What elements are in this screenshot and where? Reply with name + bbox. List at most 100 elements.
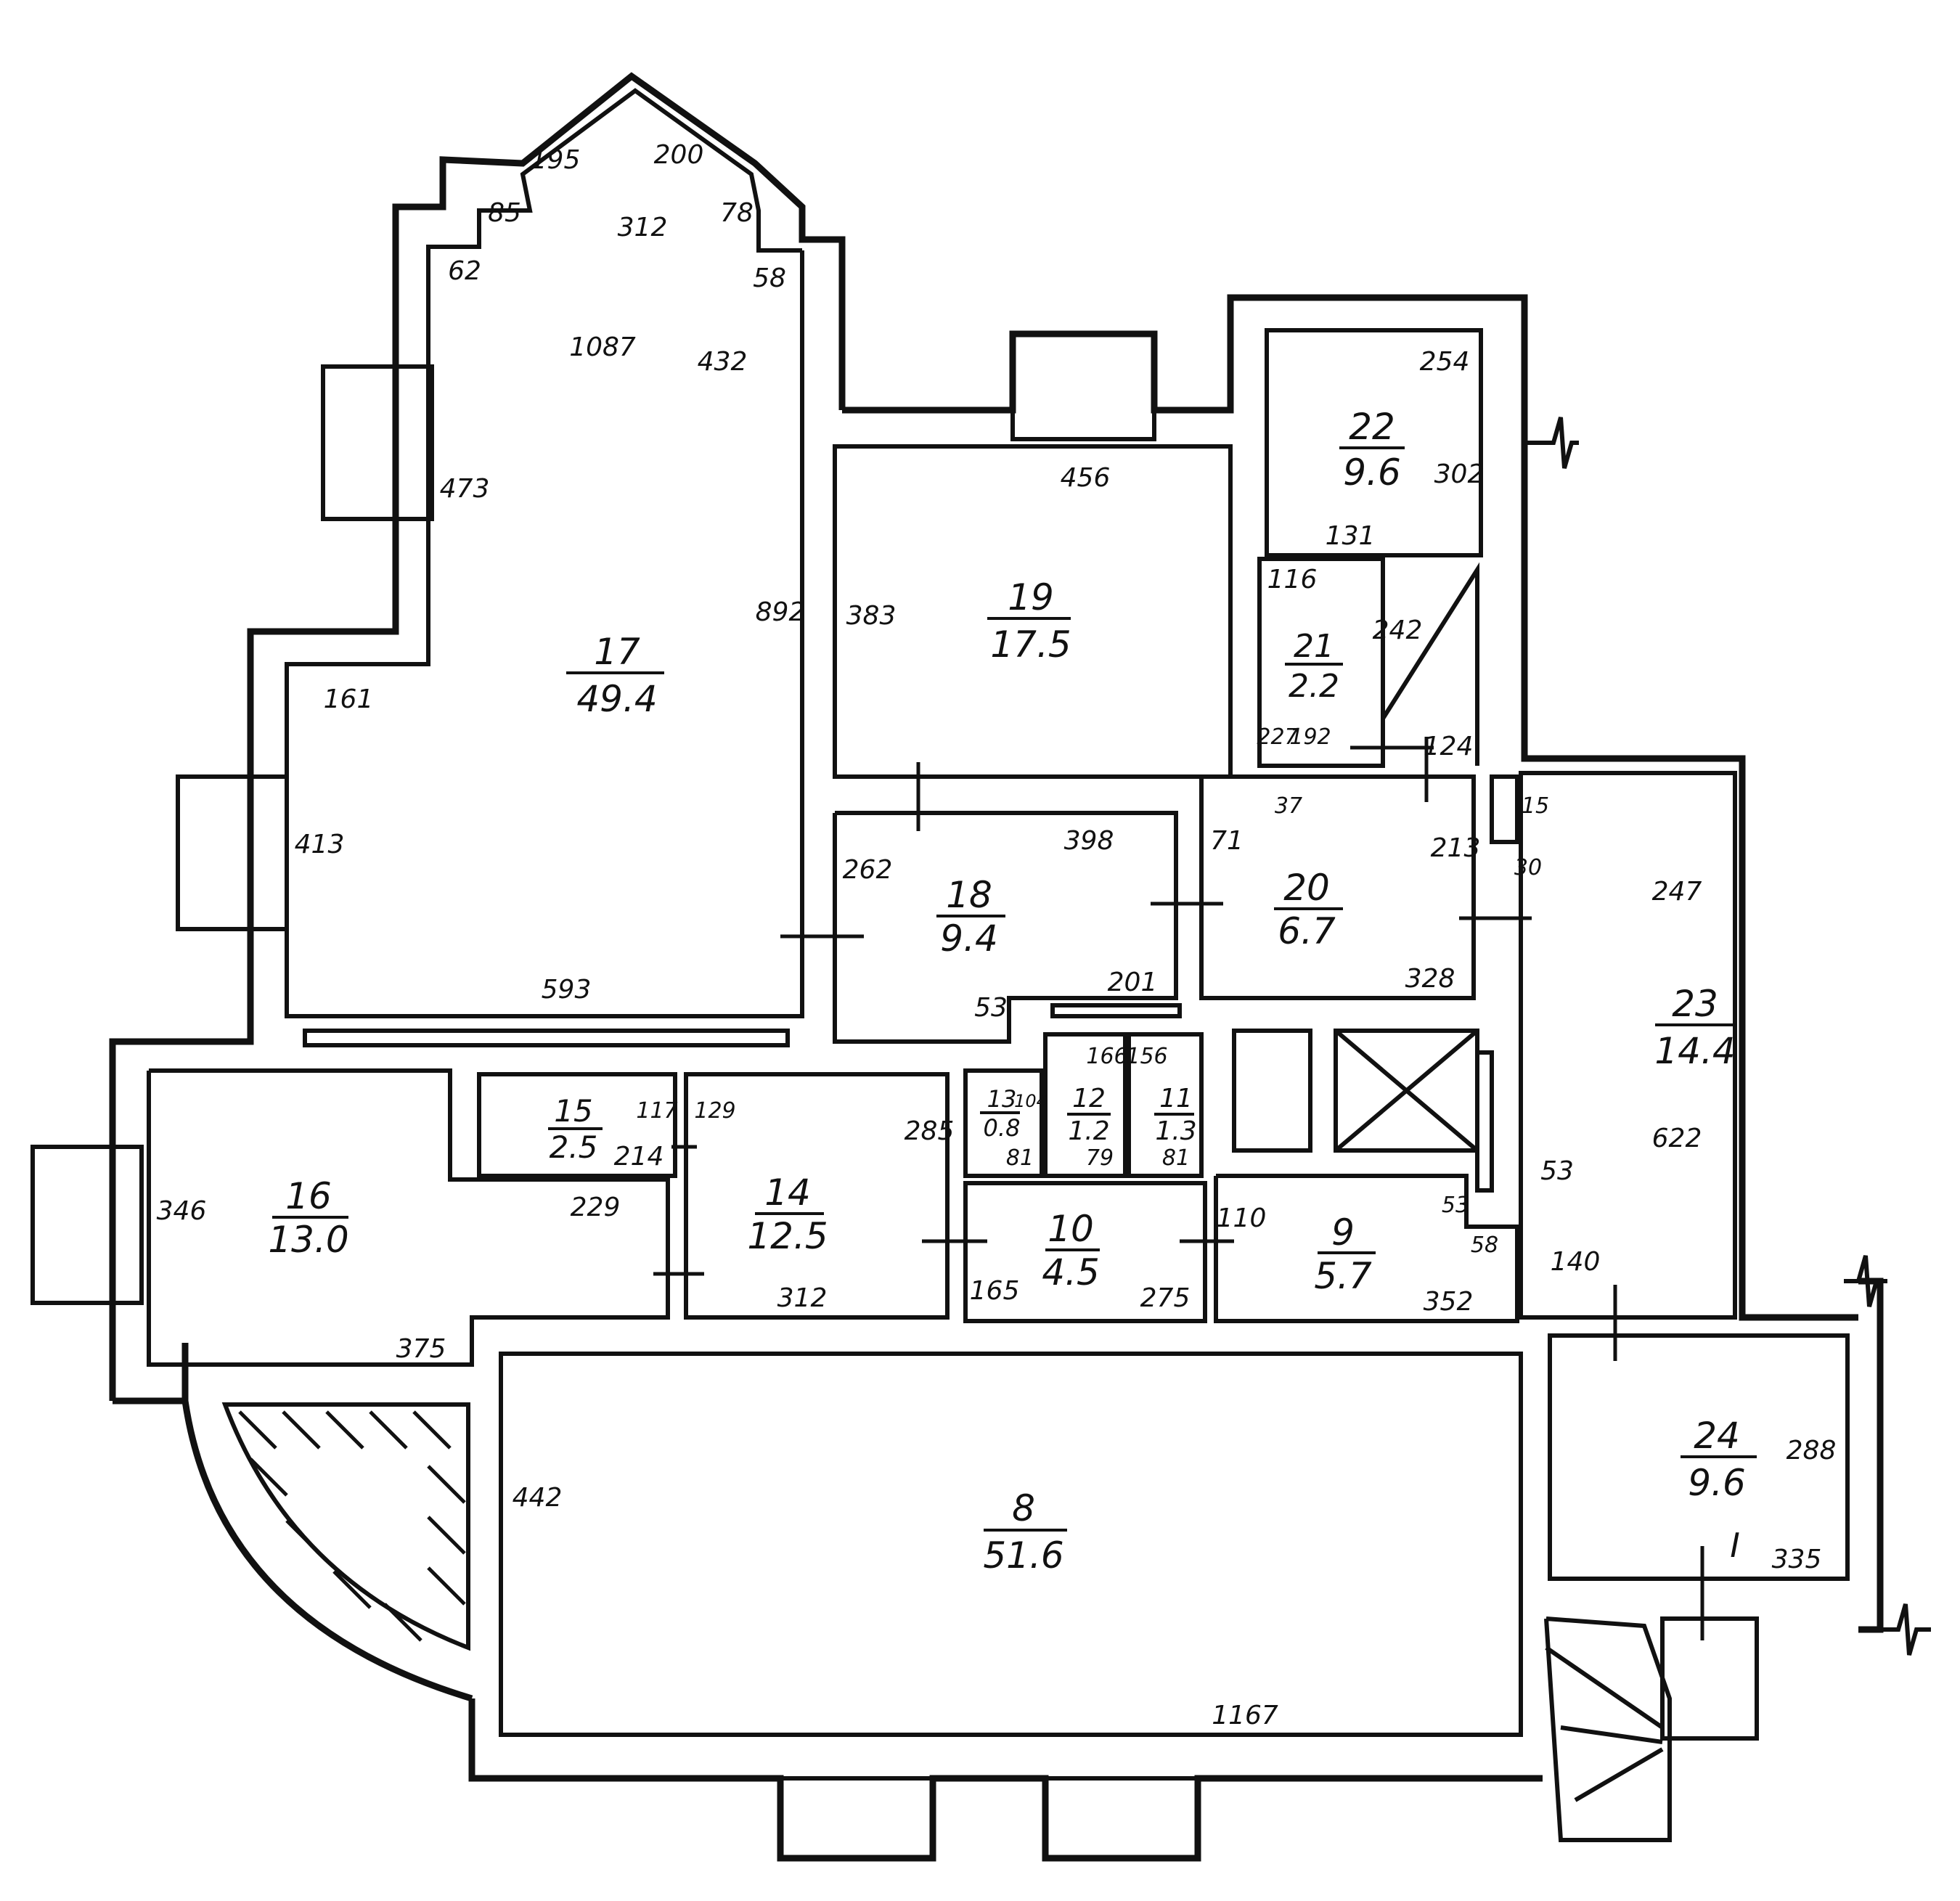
window-bay-8-right <box>1043 1776 1200 1860</box>
dim-label: 413 <box>295 830 345 859</box>
window-bay-8-left <box>778 1776 935 1860</box>
dim-label: 398 <box>1064 826 1114 856</box>
spiral-step <box>1545 1646 1664 1730</box>
room-13-area: 0.8 <box>984 1114 1021 1142</box>
room-17-area: 49.4 <box>576 678 657 720</box>
dim-label: 214 <box>614 1142 664 1172</box>
dim-label: 195 <box>531 145 581 175</box>
room-22-label: 22 9.6 <box>1339 406 1405 494</box>
room-12-area: 1.2 <box>1068 1116 1109 1146</box>
room-11-label: 11 1.3 <box>1154 1084 1197 1146</box>
dim-label: 383 <box>846 601 897 631</box>
dim-label: 156 <box>1126 1044 1167 1069</box>
room-labels: 8 51.6 9 5.7 10 4.5 11 1.3 12 1.2 13 0.8 <box>268 406 1757 1577</box>
dim-label: 312 <box>777 1283 828 1313</box>
room-20-label: 20 6.7 <box>1274 867 1343 952</box>
room-18-number: 18 <box>946 874 992 916</box>
dim-label: 375 <box>396 1334 446 1364</box>
dim-label: 247 <box>1652 877 1702 907</box>
dim-label: 104 <box>1014 1091 1048 1111</box>
dim-label: 124 <box>1424 732 1474 761</box>
room-18-label: 18 9.4 <box>936 874 1005 960</box>
room-19-label: 19 17.5 <box>987 576 1071 666</box>
dim-label: 473 <box>440 474 490 504</box>
room-13-number: 13 <box>987 1085 1017 1113</box>
room-20-outline <box>1199 774 1476 1000</box>
hatch-line <box>412 1410 452 1450</box>
outer-wall-west <box>109 72 846 1401</box>
window-bay-19 <box>1010 332 1156 441</box>
room-17-label: 17 49.4 <box>566 631 664 720</box>
dim-label: 85 <box>488 198 521 228</box>
dim-label: 593 <box>542 975 592 1005</box>
dim-label: 166 <box>1086 1044 1127 1069</box>
room-13-outline <box>963 1068 1044 1178</box>
dim-label: 229 <box>571 1193 621 1222</box>
room-10-outline <box>963 1181 1207 1323</box>
room-11-outline <box>1127 1032 1204 1178</box>
radiator-17 <box>303 1029 790 1047</box>
dim-label: 622 <box>1652 1124 1702 1153</box>
room-21-outline <box>1257 557 1385 768</box>
dim-label: 262 <box>843 855 893 885</box>
room-10-label: 10 4.5 <box>1042 1208 1100 1293</box>
dim-label: 71 <box>1210 826 1244 856</box>
break-mark <box>1524 417 1579 469</box>
room-16-label: 16 13.0 <box>268 1175 348 1261</box>
dim-label: 227 <box>1257 724 1298 750</box>
dim-label: 140 <box>1551 1247 1601 1277</box>
room-outlines <box>30 88 1850 1860</box>
terrace-outline <box>221 1402 470 1651</box>
room-16-area: 13.0 <box>268 1219 348 1261</box>
dim-label: 116 <box>1267 565 1318 594</box>
room-11-area: 1.3 <box>1155 1116 1196 1146</box>
room-11-number: 11 <box>1159 1084 1193 1113</box>
dim-label: 79 <box>1086 1145 1114 1171</box>
room-12-label: 12 1.2 <box>1067 1084 1111 1146</box>
room-20-area: 6.7 <box>1278 910 1336 952</box>
hatch-line <box>249 1458 288 1497</box>
room-14-label: 14 12.5 <box>747 1172 828 1257</box>
hatch-line <box>383 1603 422 1642</box>
dim-label: 456 <box>1061 463 1111 493</box>
room-23-area: 14.4 <box>1654 1030 1735 1072</box>
spiral-step <box>1560 1725 1663 1744</box>
outer-wall-south <box>468 1698 1543 1862</box>
spiral-step <box>1574 1747 1664 1802</box>
room-8-label: 8 51.6 <box>983 1487 1067 1577</box>
outer-wall-east <box>1858 1277 1884 1633</box>
door-marks <box>653 737 1704 1640</box>
room-22-number: 22 <box>1349 406 1395 448</box>
room-8-number: 8 <box>1012 1487 1035 1529</box>
dim-label: 442 <box>513 1483 563 1513</box>
dim-label: 335 <box>1772 1545 1822 1574</box>
dim-label: 30 <box>1514 855 1542 880</box>
wall-break-marks <box>1524 417 1931 1656</box>
dim-label: 892 <box>756 597 806 627</box>
hatch-line <box>238 1410 277 1450</box>
duct-23 <box>1490 774 1519 844</box>
dim-label: 165 <box>970 1276 1020 1306</box>
dim-label: 58 <box>1471 1232 1498 1258</box>
room-23-number: 23 <box>1672 983 1718 1025</box>
hatch-line <box>427 1516 466 1555</box>
dim-label: 1167 <box>1212 1701 1278 1730</box>
dim-label: 129 <box>694 1098 735 1124</box>
room-15-label: 15 2.5 <box>548 1093 603 1165</box>
room-8-outline <box>499 1352 1523 1737</box>
dim-label: 200 <box>654 140 704 170</box>
room-15-outline <box>477 1072 677 1178</box>
room-9-label: 9 5.7 <box>1314 1211 1376 1297</box>
dim-label: 37 <box>1275 793 1302 819</box>
hatch-line <box>285 1519 324 1558</box>
room-16-number: 16 <box>285 1175 332 1217</box>
room-19-outline <box>833 444 1233 779</box>
dim-label: 53 <box>974 993 1008 1023</box>
break-mark <box>1880 1603 1931 1656</box>
dim-label: 58 <box>753 263 786 293</box>
hatch-line <box>369 1410 408 1450</box>
room-24-label: 24 9.6 <box>1681 1415 1757 1504</box>
room-13-label: 13 0.8 <box>980 1085 1020 1142</box>
window-bay-16 <box>30 1145 144 1305</box>
